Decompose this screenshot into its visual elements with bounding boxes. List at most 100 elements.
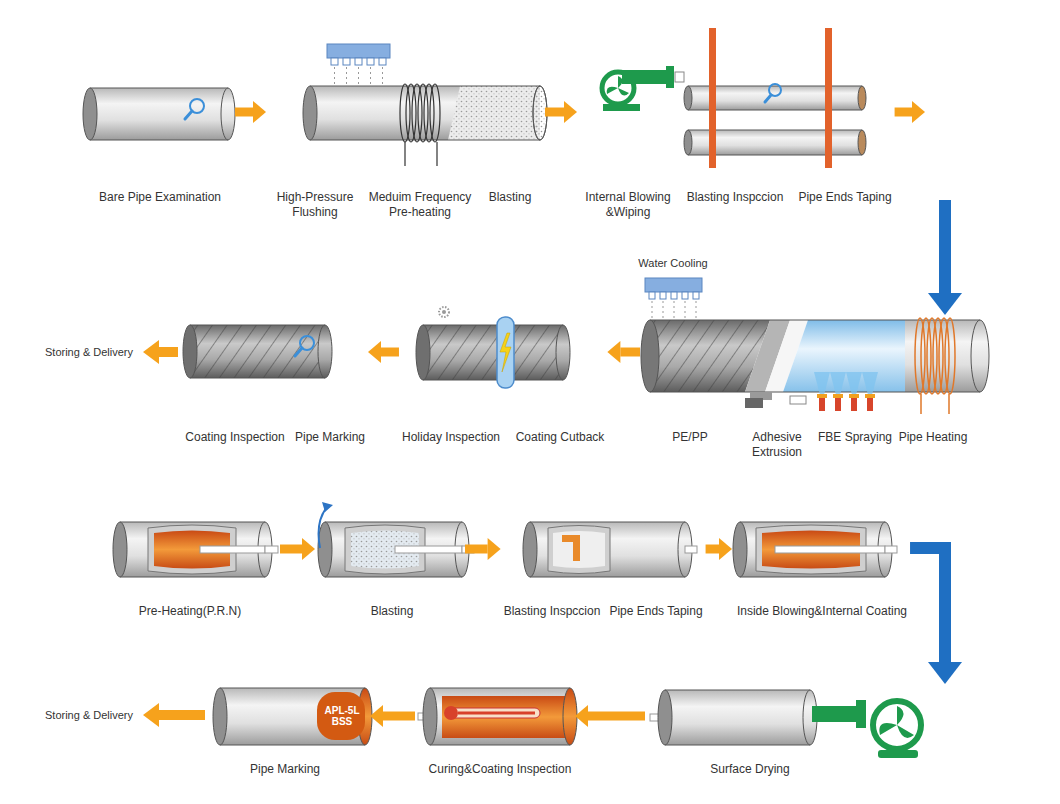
coating-pipe [783, 320, 905, 392]
pipe-body [665, 690, 810, 745]
arrow-head [719, 538, 732, 560]
water-cooling-bar [660, 292, 666, 299]
support-pole [709, 28, 832, 168]
pipe-body [325, 522, 462, 577]
induction-coil [406, 84, 416, 142]
pipe-body [523, 522, 697, 577]
induction-coil [430, 84, 440, 142]
heating-coil [945, 318, 955, 394]
flow-arrow [143, 340, 178, 364]
pipe-body [444, 706, 458, 720]
spray-bar [335, 67, 383, 84]
holiday-detector [500, 333, 511, 372]
spiral-pipe [190, 325, 325, 378]
blower [602, 66, 684, 111]
holiday-detector [439, 307, 449, 317]
pipe-body [303, 86, 317, 140]
pipe-body [113, 522, 127, 577]
pipe-body [430, 688, 570, 745]
induction-coil [412, 84, 422, 142]
bare-pipe [90, 88, 228, 140]
extruder [790, 396, 806, 404]
flow-arrow [235, 101, 266, 123]
heating-coil [933, 318, 943, 394]
induction-coil [400, 84, 440, 166]
process-stage: Holiday InspectionCoating Cutback [399, 305, 607, 448]
pipe-body [213, 688, 372, 745]
arrow-shaft [620, 348, 640, 357]
stage-caption: Surface Drying [710, 762, 789, 777]
pipe-body [548, 526, 610, 574]
process-stage: PE/PPAdhesive ExtrusionFBE SprayingPipe … [640, 315, 985, 463]
blower [856, 700, 866, 728]
pipe-body [120, 522, 265, 577]
stage-caption: Blasting Inspccion [504, 604, 601, 619]
heating-coil [915, 318, 925, 394]
heating-coil [921, 394, 949, 414]
holiday-detector [439, 307, 514, 388]
note-label: Storing & Delivery [45, 345, 133, 359]
pipe-body [317, 692, 365, 740]
bare-pipe [83, 88, 235, 140]
flow-arrow [607, 341, 640, 363]
process-stage: Pre-Heating(P.R.N) [112, 514, 280, 622]
arrow-shaft [545, 108, 564, 117]
spray-bar [367, 58, 374, 65]
arrow-shaft [235, 108, 253, 117]
spray-bar [355, 58, 362, 65]
arrow-head [370, 705, 383, 727]
stage-caption: Bare Pipe Examination [99, 190, 221, 205]
stage-caption: Curing&Coating Inspection [429, 762, 572, 777]
induction-coil [424, 84, 434, 142]
bare-pipe [90, 88, 228, 140]
blower [879, 706, 914, 738]
support-pole [825, 28, 832, 168]
pipe-body [685, 546, 697, 553]
pipe-body [113, 522, 278, 577]
stage-caption: Blasting Inspccion [687, 190, 784, 205]
spray-bar [343, 58, 350, 65]
water-cooling-bar [645, 278, 702, 292]
pipe-body [318, 522, 332, 577]
rotation-arrow [319, 502, 333, 548]
heating-coil [927, 318, 937, 394]
induction-coil [418, 84, 428, 142]
arrow-head [607, 341, 620, 363]
magnifier-icon [765, 95, 771, 102]
stage-caption: Blasting [489, 190, 532, 205]
water-cooling-bar [682, 292, 688, 299]
note-label: Storing & Delivery [45, 708, 133, 722]
extruder [745, 398, 763, 408]
water-cooling-bar [652, 301, 696, 318]
blower [812, 700, 921, 758]
fbe-spray-gun [830, 372, 846, 395]
pipe-body [733, 522, 747, 577]
process-stage: Blasting InspccionPipe Ends Taping [501, 514, 706, 622]
magnifier-icon [765, 84, 781, 102]
induction-coil [400, 84, 410, 142]
arrow-head [928, 662, 962, 684]
process-stage: Internal Blowing &WipingBlasting Inspcci… [577, 25, 895, 223]
note-label: Water Cooling [638, 256, 707, 270]
stage-caption: Coating Cutback [516, 430, 605, 445]
blower [675, 72, 684, 82]
pipe-body [658, 690, 672, 745]
fbe-spray-gun [817, 394, 827, 398]
blower [666, 66, 674, 88]
blower [812, 706, 860, 722]
stage-caption: Adhesive Extrusion [746, 430, 808, 460]
flow-arrow [280, 538, 315, 560]
pipe-body [665, 690, 810, 745]
pipe-body [885, 546, 897, 553]
extruder [745, 392, 806, 408]
pipe-body [733, 522, 897, 577]
blower [873, 701, 921, 749]
pipe-body [650, 690, 817, 745]
pipe-marking-text: APL-5L BSS [320, 705, 364, 727]
pipe-body [220, 688, 365, 745]
pipe-body [740, 522, 885, 577]
arrow-shaft [465, 545, 488, 554]
pipe-pair [684, 86, 692, 110]
